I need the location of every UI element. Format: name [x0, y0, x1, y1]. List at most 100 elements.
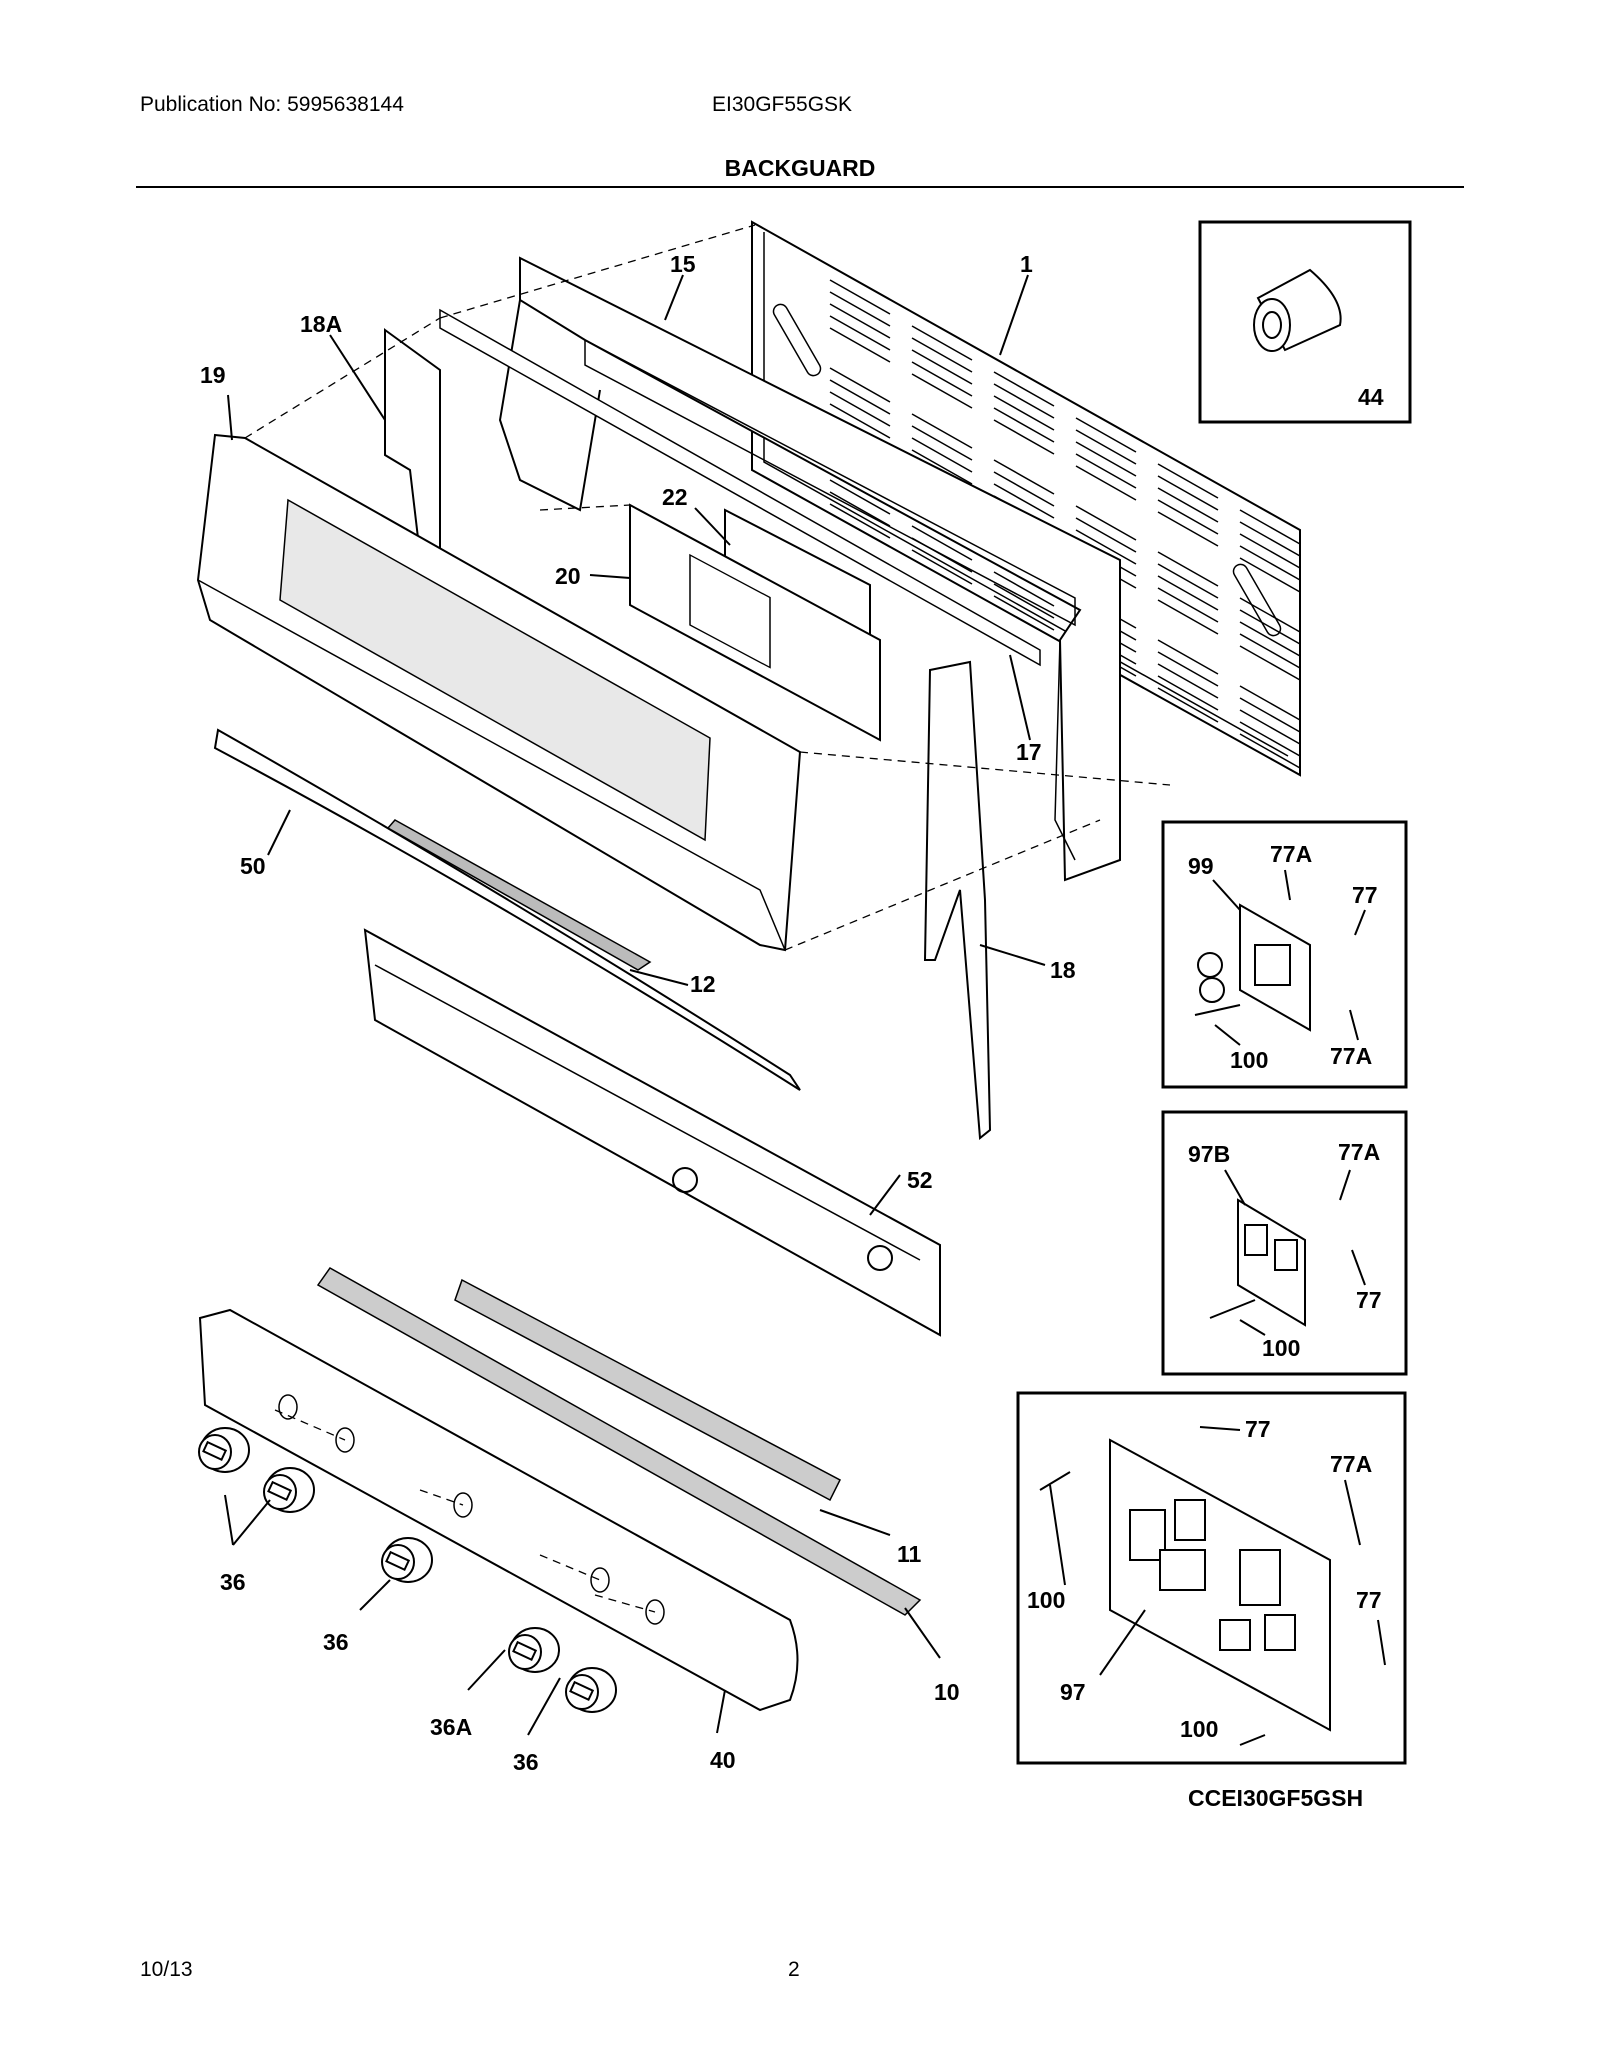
vent-slot [829, 291, 891, 327]
vent-slot [911, 373, 973, 409]
vent-slot [1075, 417, 1137, 453]
callout-1: 1 [1020, 251, 1033, 277]
inset-box-part-44 [1198, 220, 1412, 424]
vent-slot [1157, 563, 1219, 599]
callout-36: 36 [323, 1629, 349, 1655]
vent-slot [1075, 441, 1137, 477]
vent-slot [911, 437, 973, 473]
inset-c-callout-77: 77 [1356, 1587, 1382, 1613]
vent-slot [993, 407, 1055, 443]
vent-slot [1239, 633, 1301, 669]
part-97B-board [1209, 1198, 1306, 1327]
vent-slot [1239, 697, 1301, 733]
inset-c-callout-100: 100 [1027, 1587, 1065, 1613]
inset-a-callout-77: 77 [1352, 882, 1378, 908]
publication-number: Publication No: 5995638144 [140, 93, 404, 116]
vent-slot [1157, 463, 1219, 499]
vent-slot [1239, 533, 1301, 569]
callout-44: 44 [1358, 384, 1384, 410]
vent-slot [829, 503, 891, 539]
part-99-board [1194, 903, 1311, 1032]
callout-10: 10 [934, 1679, 960, 1705]
vent-slot [829, 479, 891, 515]
part-18-bracket [923, 660, 992, 1140]
vent-slot [1157, 487, 1219, 523]
diagram-code: CCEI30GF5GSH [1188, 1785, 1364, 1811]
page-number: 2 [788, 1958, 800, 1981]
vent-slot [829, 391, 891, 427]
vent-slot [1239, 609, 1301, 645]
vent-slot [1239, 545, 1301, 581]
vent-slot [1239, 557, 1301, 593]
vent-slot [1157, 639, 1219, 675]
vent-slot [993, 419, 1055, 455]
vent-slot [1075, 465, 1137, 501]
vent-slot [1239, 709, 1301, 745]
vent-slot [1075, 529, 1137, 565]
vent-slot [829, 491, 891, 527]
callout-36A: 36A [430, 1714, 472, 1740]
vent-slot [993, 371, 1055, 407]
vent-slot [1157, 587, 1219, 623]
callout-18: 18 [1050, 957, 1076, 983]
inset-c-callout-77A: 77A [1330, 1451, 1372, 1477]
part-40-knob-panel [198, 1308, 799, 1712]
part-20-board [629, 503, 881, 742]
vent-slot [1075, 429, 1137, 465]
vent-slot [911, 413, 973, 449]
inset-a-callout-77A: 77A [1270, 841, 1312, 867]
vent-slot [829, 279, 891, 315]
callout-11: 11 [897, 1541, 922, 1567]
inset-box-part-97 [1016, 1391, 1407, 1765]
vent-slot [993, 471, 1055, 507]
vent-slot [911, 361, 973, 397]
vent-slot [911, 337, 973, 373]
vent-slot [1075, 517, 1137, 553]
part-52-panel [363, 928, 941, 1337]
callout-50: 50 [240, 853, 266, 879]
vent-slot [993, 383, 1055, 419]
callout-19: 19 [200, 362, 226, 388]
vent-slot [993, 571, 1055, 607]
vent-slot [1157, 551, 1219, 587]
vent-slot [1157, 687, 1219, 723]
part-36-knobs [198, 1427, 617, 1713]
vent-slot [1157, 599, 1219, 635]
vent-slot [911, 549, 973, 585]
part-19-housing [196, 433, 802, 952]
vent-slot [911, 449, 973, 485]
inset-c-callout-77: 77 [1245, 1416, 1271, 1442]
inset-c-callout-97: 97 [1060, 1679, 1086, 1705]
vent-slot [993, 595, 1055, 631]
callout-36: 36 [220, 1569, 246, 1595]
knob-36 [198, 1427, 250, 1473]
inset-a-callout-77A: 77A [1330, 1043, 1372, 1069]
part-15-frame [498, 256, 1121, 882]
vent-slot [829, 403, 891, 439]
part-17-bracket [439, 308, 1041, 667]
inset-b-callout-77A: 77A [1338, 1139, 1380, 1165]
revision-date: 10/13 [140, 1958, 193, 1981]
knob-36 [263, 1467, 315, 1513]
vent-slot [993, 395, 1055, 431]
inset-a-callout-99: 99 [1188, 853, 1214, 879]
vent-slot [993, 483, 1055, 519]
vent-slot [911, 525, 973, 561]
callout-17: 17 [1016, 739, 1042, 765]
knob-36 [508, 1627, 560, 1673]
inset-c-callout-100: 100 [1180, 1716, 1218, 1742]
inset-box-part-97B [1161, 1110, 1408, 1376]
part-12-gasket [386, 819, 652, 971]
vent-slot [1157, 475, 1219, 511]
model-number: EI30GF55GSK [712, 93, 853, 116]
part-97-board [1039, 1438, 1331, 1746]
vent-slot [1239, 509, 1301, 545]
part-44-knob-cap [1253, 268, 1342, 352]
vent-slot [911, 325, 973, 361]
callout-12: 12 [690, 971, 716, 997]
vent-slot [829, 367, 891, 403]
callout-15: 15 [670, 251, 696, 277]
inset-b-callout-77: 77 [1356, 1287, 1382, 1313]
inset-b-callout-97B: 97B [1188, 1141, 1230, 1167]
